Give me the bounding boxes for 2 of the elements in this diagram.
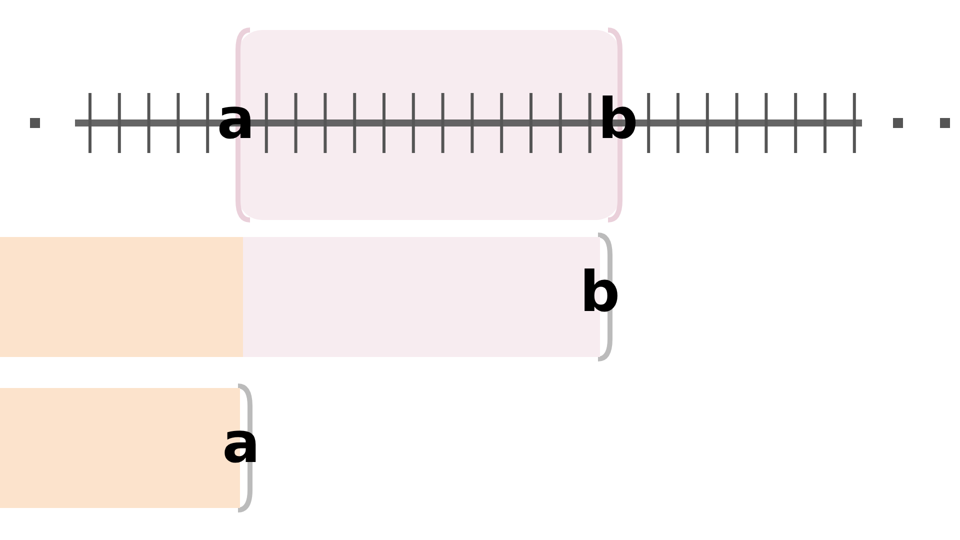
bar-label: a: [222, 416, 260, 472]
bar-label: b: [580, 265, 620, 321]
